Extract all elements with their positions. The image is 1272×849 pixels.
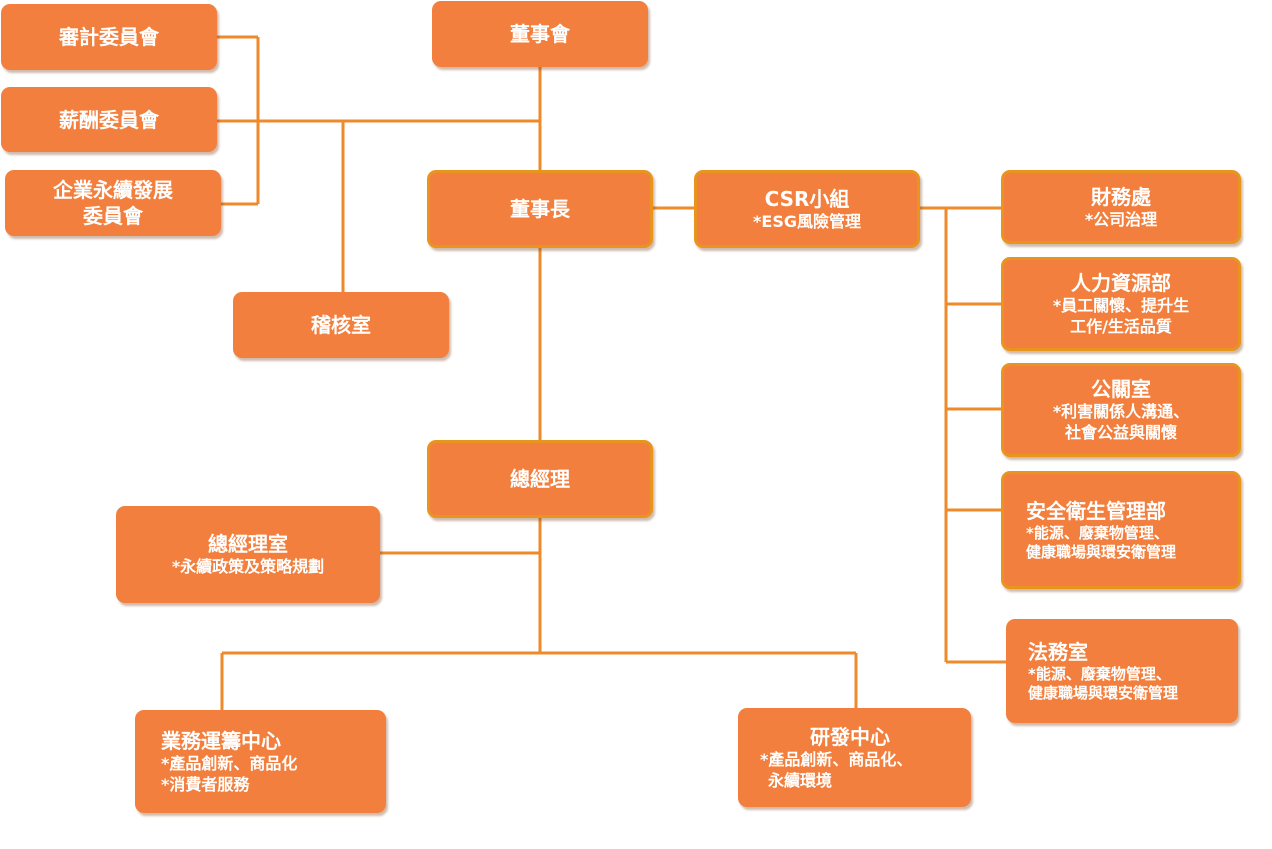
csr-group-subtitle: *ESG風險管理 [753,211,861,231]
csr-group-box: CSR小組 *ESG風險管理 [694,170,920,248]
hr-box: 人力資源部 *員工關懷、提升生 工作/生活品質 [1001,257,1241,351]
finance-subtitle: *公司治理 [1084,209,1158,229]
board-box: 董事會 [432,1,648,67]
audit-committee-box: 審計委員會 [1,4,217,70]
hr-title: 人力資源部 [1071,271,1171,296]
hr-subtitle-line2: 工作/生活品質 [1070,317,1172,336]
chairman-title: 董事長 [510,197,570,221]
legal-subtitle-line1: *能源、廢棄物管理、 [1028,664,1171,683]
sustainability-committee-line2: 委員會 [83,204,143,228]
sustainability-committee-box: 企業永續發展 委員會 [5,170,221,236]
legal-subtitle-line2: 健康職場與環安衛管理 [1028,684,1179,702]
legal-title: 法務室 [1028,639,1088,664]
pr-title: 公關室 [1091,377,1151,402]
pr-box: 公關室 *利害關係人溝通、 社會公益與關懷 [1001,363,1241,457]
operations-center-subtitle-line2: *消費者服務 [161,774,250,794]
operations-center-subtitle-line1: *產品創新、商品化 [161,753,298,773]
general-manager-title: 總經理 [510,467,570,491]
rd-center-subtitle-line1: *產品創新、商品化、 [760,749,913,769]
safety-subtitle-line2: 健康職場與環安衛管理 [1026,543,1177,561]
board-title: 董事會 [510,22,570,46]
general-manager-box: 總經理 [427,440,653,518]
safety-title: 安全衛生管理部 [1026,498,1166,523]
compensation-committee-box: 薪酬委員會 [1,87,217,152]
gm-office-box: 總經理室 *永續政策及策略規劃 [116,506,380,603]
pr-subtitle-line2: 社會公益與關懷 [1064,423,1177,442]
rd-center-box: 研發中心 *產品創新、商品化、 永續環境 [738,708,971,807]
legal-box: 法務室 *能源、廢棄物管理、 健康職場與環安衛管理 [1006,619,1238,723]
csr-group-title: CSR小組 [764,186,850,211]
operations-center-title: 業務運籌中心 [161,728,281,753]
safety-subtitle-line1: *能源、廢棄物管理、 [1026,523,1169,542]
finance-title: 財務處 [1091,184,1151,209]
rd-center-title: 研發中心 [810,724,890,749]
chairman-box: 董事長 [427,170,653,248]
compensation-committee-title: 薪酬委員會 [59,107,159,132]
operations-center-box: 業務運籌中心 *產品創新、商品化 *消費者服務 [135,710,386,813]
finance-box: 財務處 *公司治理 [1001,170,1241,244]
hr-subtitle-line1: *員工關懷、提升生 [1052,296,1190,316]
pr-subtitle-line1: *利害關係人溝通、 [1052,402,1190,422]
audit-office-box: 稽核室 [233,292,449,358]
audit-committee-title: 審計委員會 [59,25,159,49]
audit-office-title: 稽核室 [311,313,371,337]
gm-office-title: 總經理室 [208,532,288,557]
rd-center-subtitle-line2: 永續環境 [768,770,833,790]
safety-box: 安全衛生管理部 *能源、廢棄物管理、 健康職場與環安衛管理 [1001,471,1241,589]
gm-office-subtitle: *永續政策及策略規劃 [171,557,325,577]
sustainability-committee-line1: 企業永續發展 [53,178,173,202]
